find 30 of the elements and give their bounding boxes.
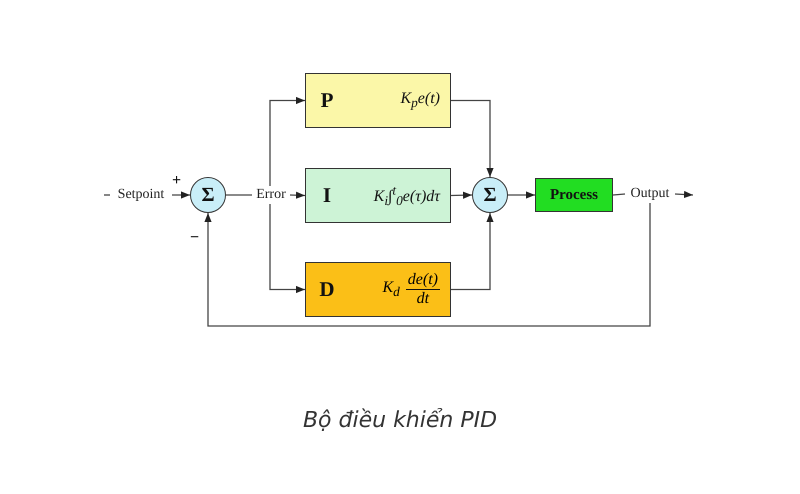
summing-junction: Σ xyxy=(472,177,508,213)
formula: K$_{d}$ xyxy=(382,278,400,300)
arrow xyxy=(269,96,305,186)
term-letter: D xyxy=(318,277,336,302)
sign-label: − xyxy=(190,230,200,246)
arrow xyxy=(450,192,472,199)
arrow xyxy=(204,203,651,327)
controller-block xyxy=(305,262,451,317)
signal-label: Setpoint xyxy=(110,186,172,204)
controller-block xyxy=(305,73,451,128)
formula: K$_{p}$e(t) xyxy=(399,90,440,112)
term-letter: P xyxy=(320,88,334,113)
summing-junction: Σ xyxy=(190,177,226,213)
term-letter: I xyxy=(322,183,332,208)
arrow xyxy=(451,100,494,177)
controller-block xyxy=(305,168,451,223)
signal-label: Output xyxy=(625,185,675,203)
formula: K$_{i}$∫$^{t}$$_{0}$e(τ)dτ xyxy=(372,182,440,209)
arrow xyxy=(172,191,190,199)
process-box: Process xyxy=(535,178,613,212)
arrow xyxy=(290,192,306,199)
signal-label: Error xyxy=(252,186,290,204)
arrow xyxy=(508,191,535,199)
formula: de(t) xyxy=(406,270,440,290)
arrow xyxy=(674,190,694,198)
arrow xyxy=(269,204,305,294)
sign-label: + xyxy=(172,173,182,189)
caption: Bộ điều khiển PID xyxy=(302,408,498,433)
arrow xyxy=(451,213,494,290)
formula: dt xyxy=(416,290,430,308)
